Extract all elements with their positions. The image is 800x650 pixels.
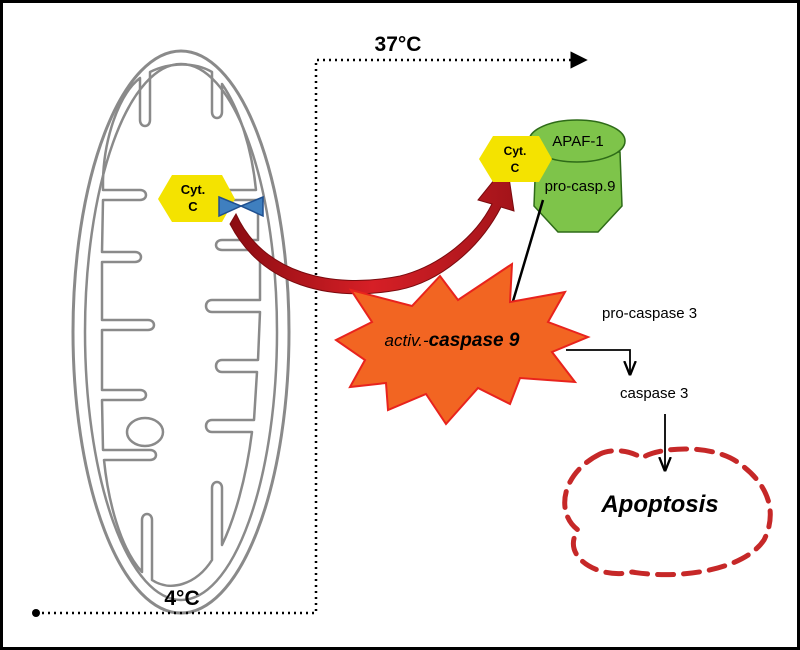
cyt-c-apoptosome-hexagon [479,136,552,182]
mitochondrion-outer-membrane [71,49,291,615]
cyt-c-mito-hexagon [158,175,235,222]
active-caspase9-label: activ.-caspase 9 [385,330,520,351]
apoptosis-cell-outline [562,446,773,578]
apaf1-label: APAF-1 [552,133,603,150]
apoptosis-label: Apoptosis [600,491,718,518]
cyt-c-mito-label-line1: Cyt. [181,182,206,197]
arrow-procasp9-to-caspase9 [504,199,545,320]
apoptosome-complex: Cyt. C APAF-1 pro-casp.9 [479,119,626,233]
mitochondrion-cristae [100,63,262,587]
temperature-path-start-dot [32,609,40,617]
cyt-c-apoptosome-label-line2: C [511,161,520,175]
active-caspase9-prefix: activ.- [385,331,429,350]
label-37c: 37°C [375,33,422,56]
cyt-c-apoptosome-label-line1: Cyt. [504,144,527,158]
mitochondrion [71,49,291,615]
arrow-caspase9-to-caspase3 [566,349,630,374]
pro-caspase9-pentagon [533,151,623,233]
temperature-path-line [36,51,588,615]
cyt-c-mito-label-line2: C [188,199,198,214]
cyt-c-release-arrow [229,162,515,295]
pro-caspase9-label: pro-casp.9 [545,178,616,195]
active-caspase9-main: caspase 9 [429,330,520,351]
label-4c: 4°C [164,587,199,610]
membrane-channel-icon [218,195,264,218]
pro-caspase3-label: pro-caspase 3 [602,305,697,322]
mitochondrion-granule [125,416,165,448]
active-caspase9-burst [334,262,591,426]
caspase3-label: caspase 3 [620,385,688,402]
